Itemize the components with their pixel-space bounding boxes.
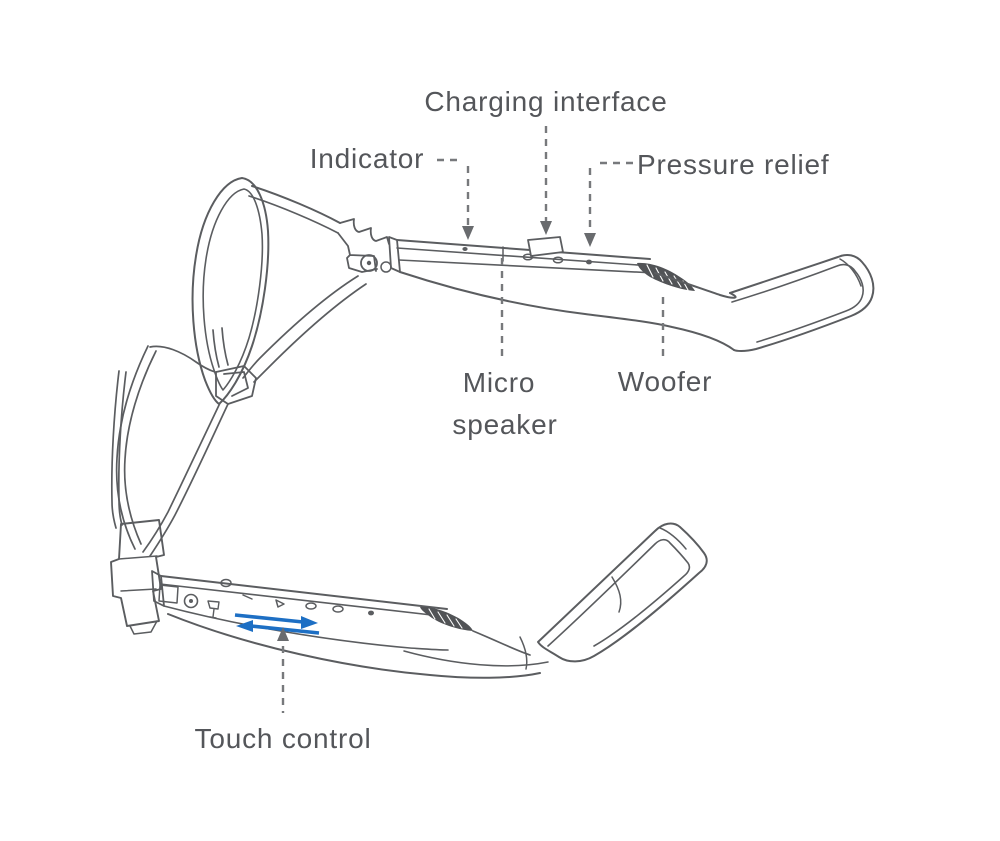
pressure-relief-hole <box>586 259 592 265</box>
lower-hook-divider-1 <box>519 636 528 670</box>
lower-far-lens-a <box>110 370 120 529</box>
hinge-screw-small <box>380 261 392 273</box>
lens-bottom-rim-b <box>221 327 229 366</box>
label-touch-control: Touch control <box>195 723 372 754</box>
hinge-steps <box>339 218 390 245</box>
nose-pad-clamp <box>215 365 257 405</box>
charging-port-box <box>527 236 564 257</box>
lower-hinge-stack <box>110 519 165 627</box>
feature-labels: Charging interface Indicator Pressure re… <box>195 86 830 754</box>
label-pressure-relief: Pressure relief <box>637 149 830 180</box>
hole-wedge <box>275 599 285 608</box>
speaker-hole-2 <box>552 256 564 264</box>
far-lens-strip-r1 <box>149 403 229 557</box>
bridge-strip-b <box>253 283 367 383</box>
label-indicator: Indicator <box>310 143 425 174</box>
lower-hook-divider-2 <box>611 576 622 613</box>
hole-oval-1 <box>305 602 317 610</box>
upper-lens-inner-rim <box>202 188 264 391</box>
upper-paddle-inner <box>731 263 864 343</box>
hole-slot <box>242 594 253 600</box>
speaker-hole-1 <box>522 253 534 261</box>
down-arrow-icon <box>462 226 474 240</box>
indicator-led-hole <box>462 247 468 251</box>
upper-glasses-illustration <box>191 177 875 405</box>
lens-bottom-rim-a <box>212 329 220 368</box>
far-lens-edge-a <box>115 345 149 550</box>
lower-hook-top-edge <box>472 630 531 656</box>
leader-arrowheads <box>277 221 596 641</box>
upper-paddle-outer <box>729 253 875 352</box>
hole-oval-2 <box>332 605 344 613</box>
upper-temple-butt <box>388 236 401 273</box>
lower-temple-holes <box>242 594 374 616</box>
down-arrow-icon <box>584 233 596 247</box>
bridge-strip-a <box>242 275 359 379</box>
lower-temple-ring <box>220 578 232 588</box>
down-arrow-icon <box>540 221 552 235</box>
frame-top-bar <box>251 185 341 224</box>
hinge-bracket <box>337 232 378 273</box>
swipe-left-arrow-icon <box>236 620 253 632</box>
label-woofer: Woofer <box>618 366 713 397</box>
upper-temple-top-edge <box>396 239 651 260</box>
lower-far-lens-b <box>117 371 127 526</box>
hinge-screw <box>360 254 378 272</box>
lower-woofer-grille <box>420 606 473 631</box>
lower-hinge-screw <box>183 593 199 609</box>
label-micro-speaker-line1: Micro <box>463 367 535 398</box>
far-lens-arch <box>149 345 216 373</box>
lower-temple-face-bottom <box>163 605 449 651</box>
upper-paddle-cap <box>839 258 862 287</box>
swipe-left-arrow-shaft <box>250 624 320 635</box>
up-arrow-icon <box>277 627 289 641</box>
label-micro-speaker-line2: speaker <box>452 409 557 440</box>
lower-temple-bottom-inner <box>403 650 549 667</box>
upper-hook-top-edge <box>654 272 737 299</box>
lower-temple-bottom-sweep <box>167 613 541 679</box>
leader-lines <box>281 126 665 713</box>
frame-top-bar-inner <box>248 195 339 234</box>
lower-paddle-inner <box>547 538 691 647</box>
lower-temple-top-edge <box>160 575 448 610</box>
lower-hinge-lines <box>118 555 158 635</box>
swipe-right-arrow-shaft <box>234 613 304 624</box>
lower-temple-notch <box>158 584 179 604</box>
touch-swipe-arrows <box>234 613 320 635</box>
hinge-screw-dot <box>366 260 372 266</box>
lower-glasses-illustration <box>110 370 708 679</box>
upper-temple-bottom-sweep <box>399 271 735 351</box>
hole-dot <box>368 610 374 616</box>
second-lens-strips <box>115 345 229 557</box>
upper-temple-top-edge3 <box>398 259 656 274</box>
upper-temple-holes <box>462 246 592 265</box>
lower-temple-top-edge2 <box>159 583 450 618</box>
far-lens-strip-r2 <box>142 402 221 553</box>
lower-hinge-screw-dot <box>189 599 193 603</box>
label-charging-interface: Charging interface <box>424 86 667 117</box>
glasses-line-art <box>110 177 875 679</box>
far-lens-edge-b <box>123 350 157 545</box>
brand-logo-mark <box>207 600 220 619</box>
swipe-right-arrow-icon <box>301 616 318 629</box>
upper-temple-top-edge2 <box>396 247 653 267</box>
lower-paddle-outer <box>537 522 708 663</box>
lower-paddle-cap <box>659 527 687 550</box>
